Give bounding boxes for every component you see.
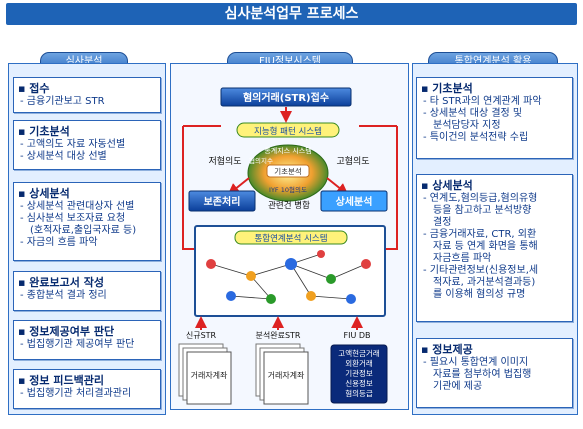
support-system-pill [236, 122, 340, 138]
hub-core-label: 기초분석 [274, 166, 302, 176]
left-box-intake: ▪ 접수 - 금융기관보고 STR [13, 77, 161, 113]
page-title: 심사분석업무 프로세스 [6, 3, 577, 25]
fiu-db-box [330, 344, 388, 404]
right-box-detail: ▪ 상세분석 - 연계도,혐의등급,혐의유형 등을 참고하고 분석방향 결정 -… [416, 174, 573, 322]
detail-analysis-box [320, 190, 388, 212]
hold-process-box [188, 190, 256, 212]
network-system-label: 통합연계분석 시스템 [254, 233, 327, 244]
str-intake-label: 혐의거래(STR)접수 [243, 91, 329, 104]
done-str-doc-label: 거래자계좌 [268, 370, 305, 380]
str-intake-box [220, 87, 352, 107]
hub-ring-label: 통계지스 시스템 [264, 146, 311, 155]
db-item-1: 고액현금거래 [338, 348, 379, 358]
hub-left-label: 혐의지수 [249, 156, 273, 165]
process-diagram: 혐의거래(STR)접수 지능형 패턴 시스템 통계지스 시스템 기초분석 혐의지… [178, 87, 398, 405]
detail-analysis-label: 상세분석 [336, 195, 373, 208]
hub-bottom-label: IYF 10혐의도 [269, 185, 307, 194]
network-nodes [206, 250, 371, 304]
right-box-basic: ▪ 기초분석 - 타 STR과의 연계관계 파악 - 상세분석 대상 결정 및 … [416, 77, 573, 159]
low-suspicion-label: 저혐의도 [208, 156, 241, 167]
support-system-label: 지능형 패턴 시스템 [254, 126, 322, 137]
left-box-report: ▪ 완료보고서 작성 - 종합분석 결과 정리 [13, 271, 161, 311]
left-heading-intake: ▪ 접수 [18, 82, 50, 95]
done-str-documents [255, 343, 309, 405]
left-box-detail: ▪ 상세분석 - 상세분석 관련대상자 선별 - 심사분석 보조자료 요청 (호… [13, 182, 161, 261]
db-item-2: 외환거래 [345, 358, 373, 368]
db-item-4: 신용정보 [345, 378, 373, 388]
new-str-label: 신규STR [186, 331, 217, 340]
left-box-feedback: ▪ 정보 피드백관리 - 법집행기관 처리결과관리 [13, 369, 161, 409]
hold-process-label: 보존처리 [204, 195, 241, 208]
fiu-db-label: FIU DB [343, 331, 370, 340]
left-box-decision: ▪ 정보제공여부 판단 - 법집행기관 제공여부 판단 [13, 320, 161, 360]
new-str-documents [178, 343, 232, 405]
done-str-label: 분석완료STR [256, 330, 301, 340]
network-analysis-panel [194, 225, 386, 317]
fiu-system-panel: 혐의거래(STR)접수 지능형 패턴 시스템 통계지스 시스템 기초분석 혐의지… [170, 63, 409, 410]
new-str-doc-label: 거래자계좌 [191, 370, 228, 380]
left-box-basic: ▪ 기초분석 - 고액의도 자료 자동선별 - 상세분석 대상 선별 [13, 120, 161, 170]
network-graph [210, 253, 367, 300]
high-suspicion-label: 고혐의도 [336, 156, 369, 167]
db-item-5: 혐의등급 [345, 388, 373, 398]
db-item-3: 기관정보 [345, 368, 373, 378]
right-box-provide: ▪ 정보제공 - 필요시 통합연계 이미지 자료를 첨부하여 법집행 기관에 제… [416, 338, 573, 408]
merge-label: 관련건 병합 [268, 200, 310, 211]
